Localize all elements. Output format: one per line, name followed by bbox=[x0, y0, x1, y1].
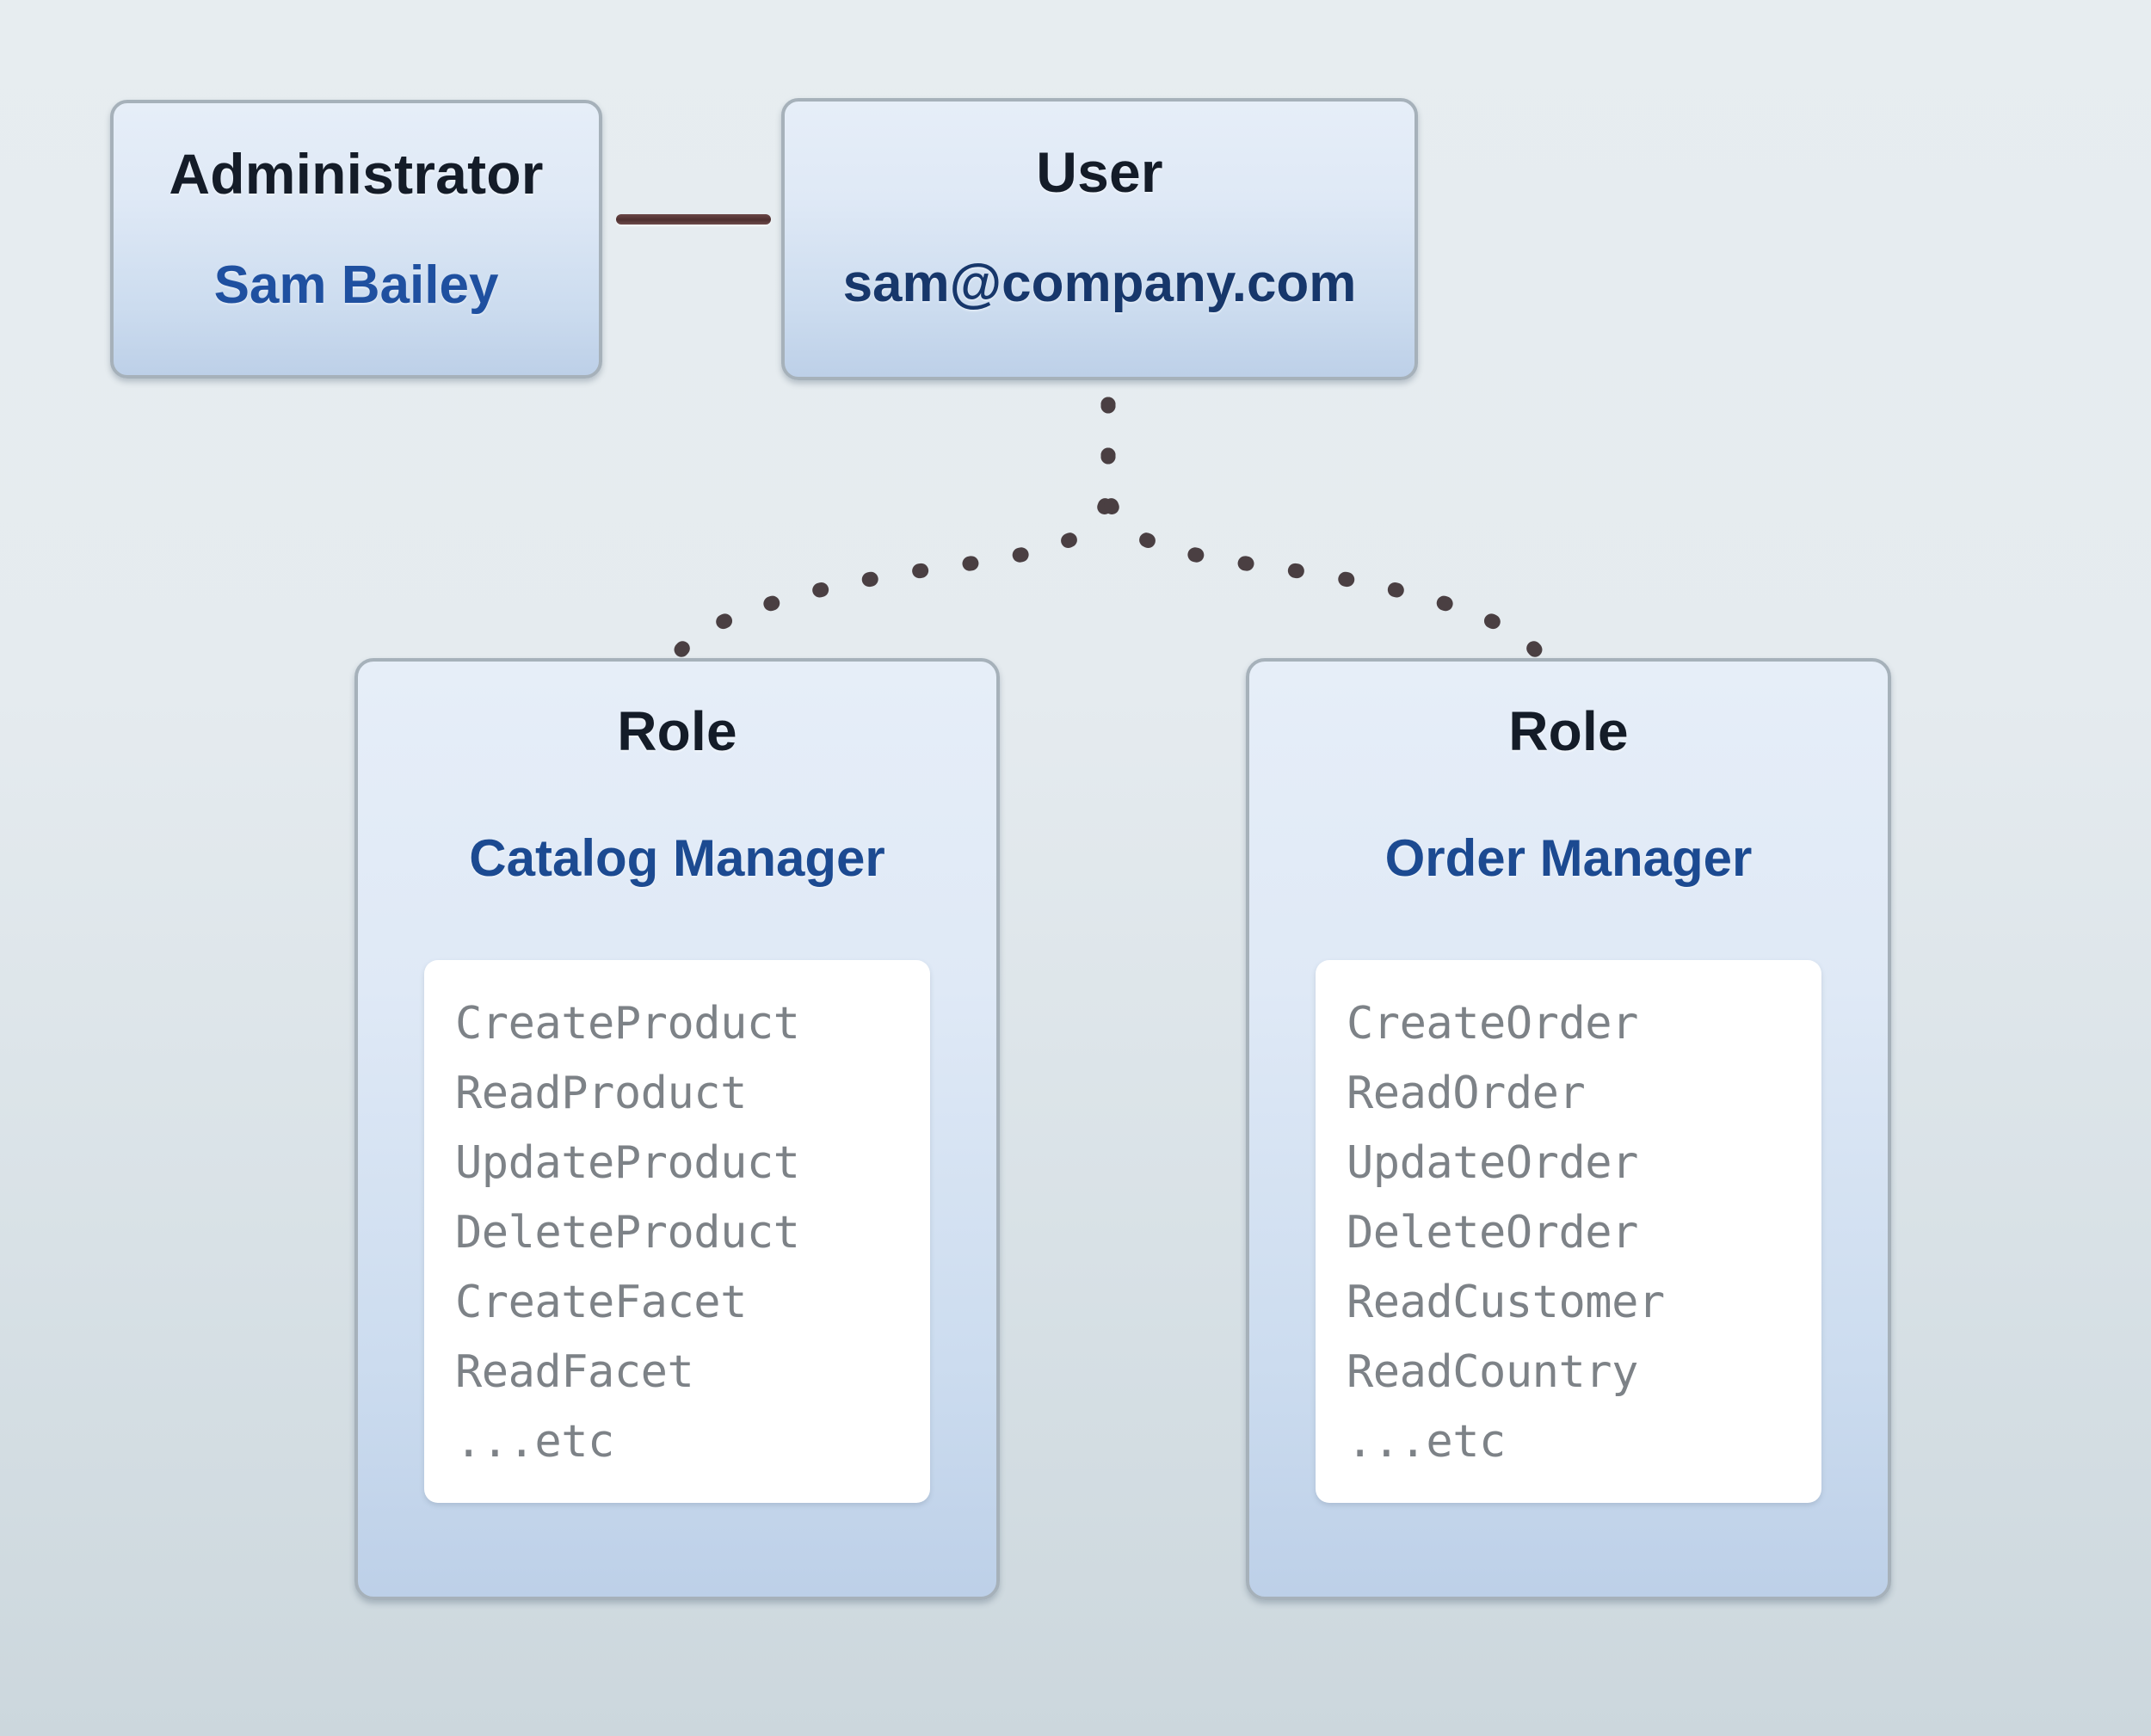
permission-item: ReadProduct bbox=[455, 1068, 747, 1119]
permission-item: ReadFacet bbox=[455, 1346, 694, 1398]
edge-administrator-to-user bbox=[616, 214, 771, 225]
permission-item: DeleteOrder bbox=[1347, 1207, 1638, 1259]
permission-item: UpdateProduct bbox=[455, 1137, 800, 1189]
permission-item: ...etc bbox=[455, 1416, 614, 1468]
permission-item: ...etc bbox=[1347, 1416, 1506, 1468]
role-type-label: Role bbox=[1508, 700, 1629, 762]
user-type-label: User bbox=[1036, 140, 1163, 204]
node-user[interactable]: User sam@company.com bbox=[781, 98, 1418, 380]
permission-item: CreateOrder bbox=[1347, 998, 1638, 1050]
permission-item: DeleteProduct bbox=[455, 1207, 800, 1259]
administrator-name-label: Sam Bailey bbox=[213, 255, 499, 315]
role-name-label: Order Manager bbox=[1384, 829, 1753, 887]
edge-user-to-order-manager bbox=[1100, 397, 1548, 666]
permission-item: CreateProduct bbox=[455, 998, 800, 1050]
permission-item: CreateFacet bbox=[455, 1277, 747, 1328]
permission-item: ReadOrder bbox=[1347, 1068, 1586, 1119]
user-name-label: sam@company.com bbox=[842, 254, 1357, 313]
role-name-label: Catalog Manager bbox=[469, 829, 885, 887]
edge-user-to-catalog-manager bbox=[669, 397, 1116, 666]
permission-item: ReadCountry bbox=[1347, 1346, 1638, 1398]
node-administrator[interactable]: Administrator Sam Bailey bbox=[110, 100, 602, 379]
permission-item: UpdateOrder bbox=[1347, 1137, 1638, 1189]
permission-item: ReadCustomer bbox=[1347, 1277, 1665, 1328]
administrator-type-label: Administrator bbox=[169, 142, 544, 206]
role-type-label: Role bbox=[617, 700, 737, 762]
